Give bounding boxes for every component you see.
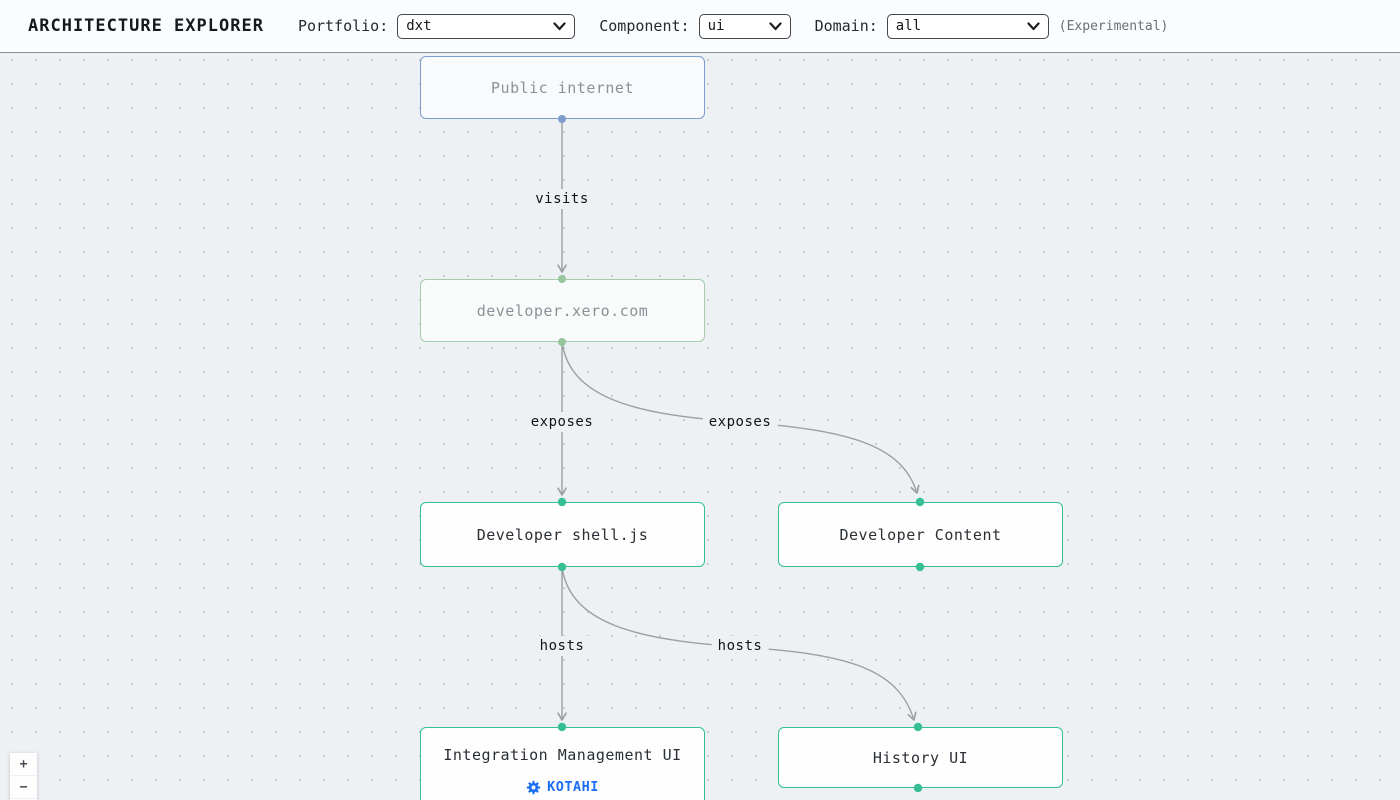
flow-controls: + − [10, 753, 37, 800]
edge-label-exposes-left: exposes [524, 412, 600, 432]
kotahi-badge: KOTAHI [526, 779, 599, 795]
chevron-down-icon [768, 21, 782, 30]
node-label: History UI [872, 748, 969, 767]
node-label: Developer Content [839, 525, 1002, 544]
gear-icon [526, 780, 541, 794]
domain-label: Domain: [814, 17, 878, 35]
app-title: ARCHITECTURE EXPLORER [28, 16, 264, 36]
zoom-in-button[interactable]: + [10, 753, 37, 776]
component-label: Component: [599, 17, 690, 35]
portfolio-value: dxt [406, 18, 432, 34]
diagram-canvas[interactable]: visits exposes exposes hosts hosts Publi… [0, 53, 1400, 800]
node-label: developer.xero.com [476, 301, 649, 320]
portfolio-label: Portfolio: [297, 17, 389, 35]
toolbar: ARCHITECTURE EXPLORER Portfolio: dxt Com… [0, 0, 1400, 53]
portfolio-filter: Portfolio: dxt [297, 13, 576, 39]
zoom-out-button[interactable]: − [10, 776, 37, 799]
chevron-down-icon [1027, 21, 1040, 30]
node-public-internet[interactable]: Public internet [420, 56, 705, 119]
component-filter: Component: ui [599, 13, 791, 39]
component-value: ui [707, 18, 725, 34]
component-select[interactable]: ui [698, 13, 791, 39]
portfolio-select[interactable]: dxt [397, 13, 576, 39]
node-label: Developer shell.js [476, 525, 649, 544]
domain-filter: Domain: all [814, 13, 1049, 39]
node-history-ui[interactable]: History UI [778, 727, 1063, 788]
edge-label-hosts-left: hosts [533, 636, 591, 656]
handles-layer [557, 115, 925, 793]
domain-select[interactable]: all [886, 13, 1049, 39]
node-developer-xero-com[interactable]: developer.xero.com [420, 279, 705, 342]
edges-layer [557, 119, 920, 721]
badge-label: KOTAHI [547, 779, 599, 795]
node-label: Integration Management UI [443, 746, 682, 764]
node-label: Public internet [491, 78, 634, 97]
node-developer-shell-js[interactable]: Developer shell.js [420, 502, 705, 567]
edge-label-hosts-right: hosts [711, 636, 769, 656]
experimental-note: (Experimental) [1058, 18, 1169, 34]
domain-value: all [895, 18, 922, 34]
edge-label-visits: visits [529, 189, 595, 209]
edge-label-exposes-right: exposes [702, 412, 778, 432]
node-integration-management-ui[interactable]: Integration Management UI KOTAHI [420, 727, 705, 800]
chevron-down-icon [553, 21, 566, 30]
node-developer-content[interactable]: Developer Content [778, 502, 1063, 567]
